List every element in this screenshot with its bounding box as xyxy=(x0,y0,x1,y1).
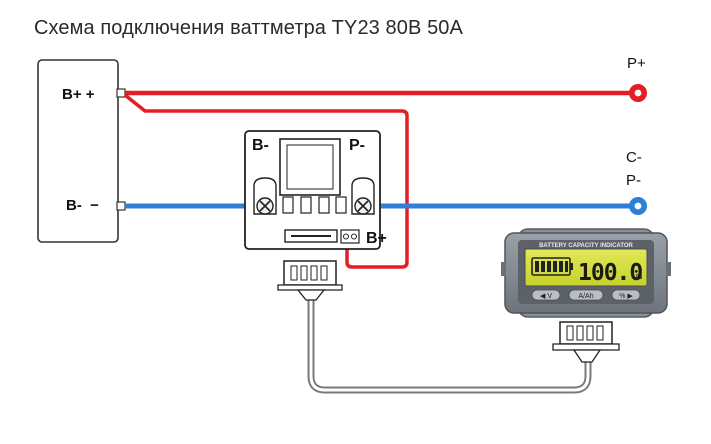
display-button-percent-label: % ▶ xyxy=(619,293,633,300)
c-minus-label: C- xyxy=(626,149,642,166)
positive-branch-wire xyxy=(123,93,409,269)
battery-box xyxy=(37,59,119,243)
display-button-percent[interactable] xyxy=(611,289,641,301)
battery-positive-label: B+ + xyxy=(62,86,95,103)
shunt-module xyxy=(244,130,381,250)
screw-slot xyxy=(357,200,369,212)
signal-cable-core xyxy=(309,300,590,392)
p-plus-terminal-hole xyxy=(634,89,642,97)
battery-positive-terminal xyxy=(116,88,126,98)
shunt-b-plus-label: B+ xyxy=(366,230,387,247)
battery-level-icon xyxy=(531,257,573,276)
display-unit: % xyxy=(636,274,643,281)
screw-slot xyxy=(259,200,271,212)
shunt-b-minus-label: B- xyxy=(252,137,269,154)
display-button-voltage[interactable] xyxy=(531,289,561,301)
p-minus-terminal-hole xyxy=(634,202,642,210)
connector-plug-icon xyxy=(277,260,343,301)
p-minus-label: P- xyxy=(626,172,641,189)
battery-negative-terminal xyxy=(116,201,126,211)
display-button-current-label: A/Ah xyxy=(578,293,593,300)
p-plus-label: P+ xyxy=(627,55,646,72)
display-reading: 100.0 xyxy=(578,260,642,286)
shunt-p-minus-label: P- xyxy=(349,137,365,154)
display-button-voltage-label: ◀ V xyxy=(540,293,552,300)
diagram-title: Схема подключения ваттметра TY23 80В 50А xyxy=(34,17,463,39)
display-button-current[interactable] xyxy=(568,289,604,301)
display-header: BATTERY CAPACITY INDICATOR xyxy=(539,243,633,249)
connector-plug-icon xyxy=(552,321,620,363)
battery-negative-label: B- − xyxy=(66,197,99,214)
